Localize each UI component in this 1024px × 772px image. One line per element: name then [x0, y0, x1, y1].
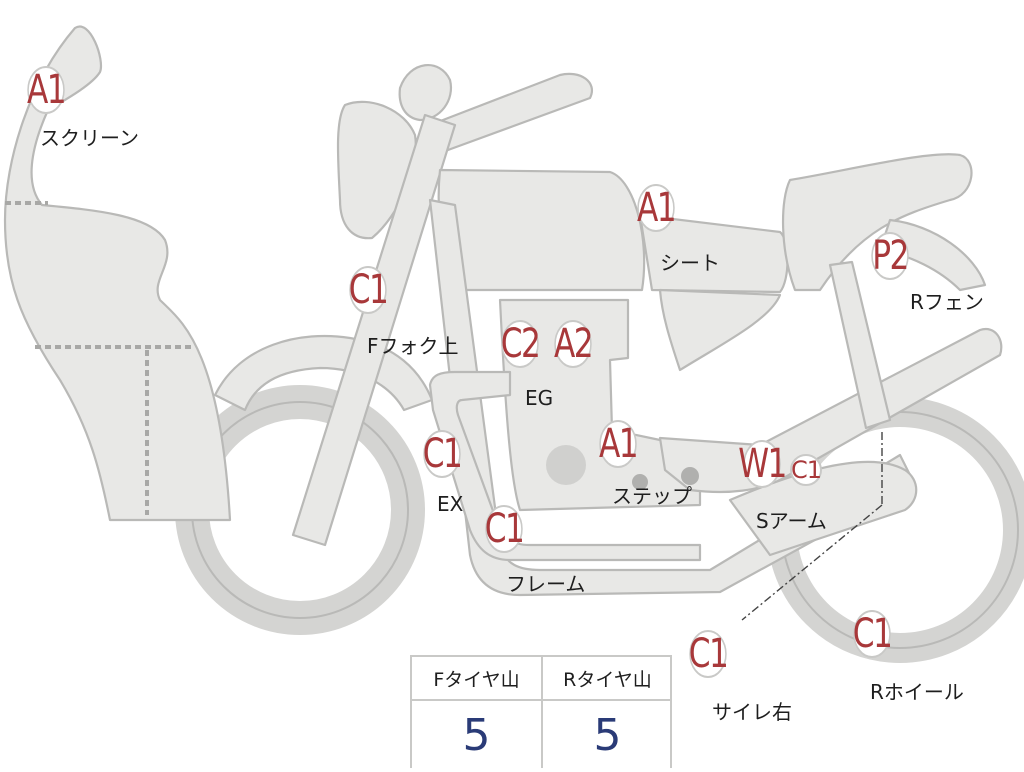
table-divider	[541, 657, 543, 768]
handlebar-shape	[428, 72, 593, 152]
grade-badge-rear-wheel: C1	[852, 610, 893, 658]
grade-badge-rear-fender: P2	[871, 232, 909, 280]
side-cover-shape	[658, 288, 782, 372]
grade-badge-engine-a: A2	[553, 320, 594, 368]
part-label-exhaust: EX	[437, 492, 464, 516]
grade-badge-engine-c: C2	[500, 320, 541, 368]
fuel-tank-shape	[437, 168, 646, 292]
tire-tread-table: Fタイヤ山 Rタイヤ山 5 5	[410, 655, 672, 768]
grade-badge-swing-arm: W1	[738, 440, 787, 488]
part-label-rear-wheel: Rホイール	[870, 680, 964, 704]
value-front-tire: 5	[462, 709, 491, 761]
rear-shock-shape	[828, 260, 892, 430]
header-rear-tire: Rタイヤ山	[563, 668, 652, 691]
grade-badge-swing-arm-sub: C1	[790, 454, 822, 486]
step-peg-dot	[681, 467, 699, 485]
part-label-swing-arm: Sアーム	[756, 509, 827, 533]
value-rear-tire: 5	[593, 709, 622, 761]
grade-badge-fork-upper: C1	[348, 266, 389, 314]
leader-line	[741, 504, 883, 621]
front-fork-shape	[291, 113, 457, 547]
part-label-frame: フレーム	[506, 572, 586, 596]
part-label-screen: スクリーン	[40, 126, 139, 150]
engine-cover-circle	[546, 445, 586, 485]
part-label-seat: シート	[660, 251, 720, 275]
grade-badge-frame: C1	[484, 505, 525, 553]
part-label-fork-upper: Fフォク上	[367, 334, 459, 358]
part-label-muffler-right: サイレ右	[712, 700, 792, 724]
meter-shape	[398, 64, 453, 122]
part-label-rear-fender: Rフェン	[910, 290, 984, 314]
part-label-engine: EG	[525, 386, 554, 410]
part-label-step: ステップ	[612, 484, 692, 508]
grade-badge-screen: A1	[26, 66, 67, 114]
step-peg-dot	[632, 474, 648, 490]
grade-badge-muffler-right: C1	[688, 630, 729, 678]
rear-cowl-shape	[781, 153, 973, 292]
grade-badge-exhaust: C1	[422, 430, 463, 478]
header-front-tire: Fタイヤ山	[433, 668, 520, 691]
grade-badge-seat: A1	[636, 184, 677, 232]
grade-badge-step: A1	[598, 420, 639, 468]
